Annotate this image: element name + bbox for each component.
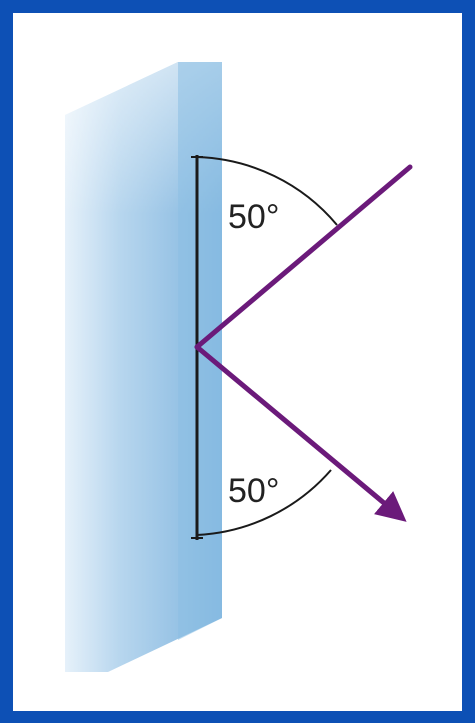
top-angle-arc: [196, 156, 338, 226]
bottom-angle-arc: [196, 469, 332, 536]
reflected-ray: [194, 344, 407, 522]
top-angle-label: 50°: [228, 198, 279, 236]
mirror-slab: [65, 62, 222, 672]
bottom-angle-label: 50°: [228, 472, 279, 510]
incident-ray: [194, 164, 413, 350]
